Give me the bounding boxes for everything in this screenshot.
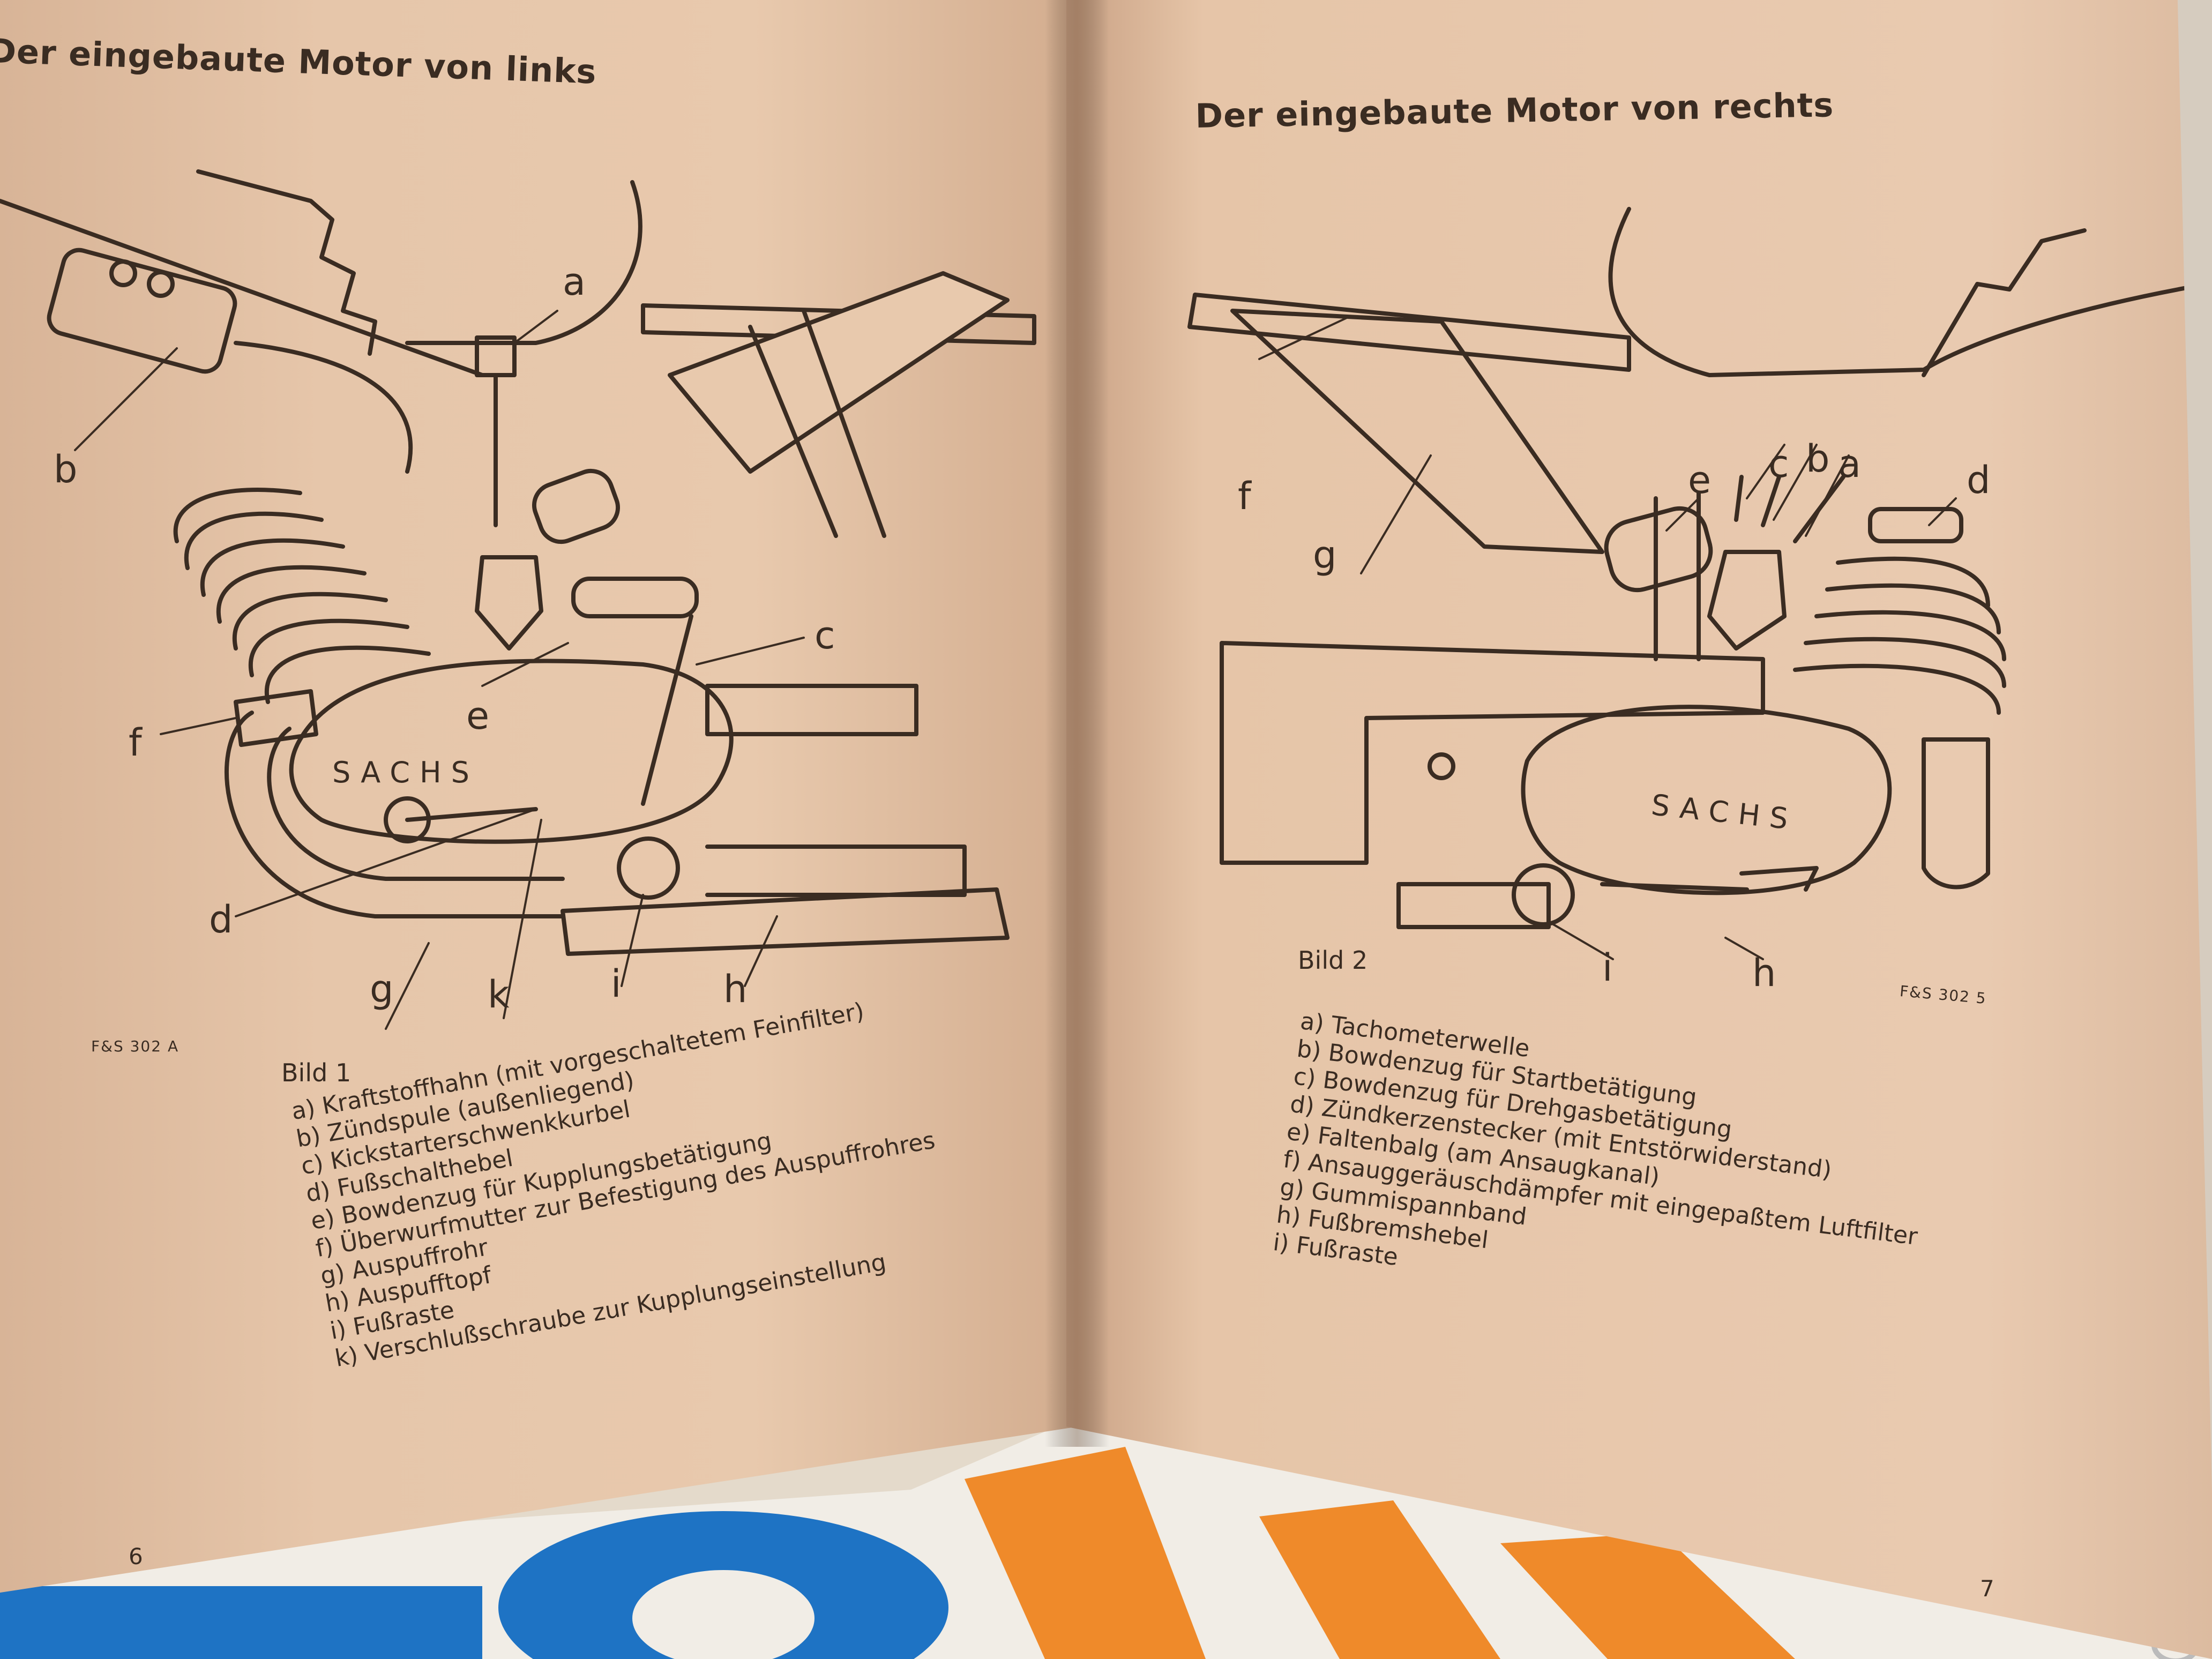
carburettor-cables [1734, 475, 1845, 543]
cylinder-fins [1793, 556, 2006, 715]
right-engine-drawing: SACHS f [1187, 207, 2210, 995]
kickstarter-lever [641, 614, 693, 806]
right-page: Der eingebaute Motor von rechts [1066, 0, 2212, 1659]
callout-e: e [466, 694, 489, 738]
right-callout-letters: f g e c b a d i h [1238, 437, 1990, 995]
orange-stripe [1500, 1533, 1795, 1659]
carburettor-shape [475, 555, 543, 651]
callout-e: e [1688, 458, 1711, 502]
seat-edge [1922, 228, 2087, 377]
callout-d: d [209, 898, 233, 941]
callout-i: i [611, 962, 621, 1006]
left-figure-label: Bild 1 [281, 1058, 352, 1087]
callout-c: c [1768, 442, 1789, 486]
callout-d: d [1967, 458, 1990, 502]
exhaust-pipe-inner [267, 727, 565, 881]
fuel-tap-shape [475, 335, 517, 527]
left-legend: a) Kraftstoffhahn (mit vorgeschaltetem F… [289, 989, 956, 1373]
right-figure-label: Bild 2 [1298, 946, 1368, 975]
right-page-number: 7 [1980, 1575, 1994, 1602]
footrest-knob [1512, 863, 1575, 926]
callout-leaders [1258, 315, 1957, 960]
tank-edge [196, 169, 377, 356]
ignition-cable [234, 341, 413, 474]
callout-a: a [1838, 442, 1861, 486]
left-engine-drawing: SACHS [0, 169, 1036, 1030]
callout-f: f [129, 721, 143, 765]
crankcase-cover [1521, 705, 1892, 895]
brake-bracket [1396, 882, 1551, 929]
frame-down-tube [1654, 491, 1701, 661]
crankcase-cover [289, 659, 734, 844]
tank-outline [1608, 207, 2210, 377]
exhaust-pipe [224, 711, 565, 918]
silencer [561, 887, 1010, 956]
brake-lever [1600, 866, 1819, 892]
tank-outline [405, 180, 642, 345]
left-brand-text: SACHS [332, 756, 479, 789]
ignition-coil-shape [47, 248, 237, 374]
left-figure-code: F&S 302 A [91, 1037, 180, 1055]
shift-lever [405, 807, 538, 822]
frame-down-tube [748, 309, 886, 538]
callout-b: b [54, 447, 77, 491]
air-filter-box [668, 271, 1010, 474]
swing-arm-tube [705, 684, 918, 736]
callout-b: b [1806, 437, 1829, 481]
callout-h: h [1752, 951, 1776, 995]
left-page: Der eingebaute Motor von links [0, 0, 1077, 1593]
callout-k: k [488, 973, 510, 1017]
intake-bellows [1604, 506, 1713, 593]
callout-a: a [563, 260, 586, 304]
right-legend: a) Tachometerwelle b) Bowdenzug für Star… [1272, 1007, 1936, 1334]
callout-h: h [723, 967, 747, 1011]
right-brand-text: SACHS [1650, 788, 1799, 836]
upper-frame-tube [1187, 293, 1631, 372]
exhaust-nut [234, 689, 318, 747]
footrest-knob [617, 836, 680, 900]
left-page-title: Der eingebaute Motor von links [0, 31, 597, 92]
frame-tube-line [0, 199, 484, 377]
callout-leaders [74, 310, 805, 1030]
callout-g: g [1313, 533, 1336, 577]
left-callout-letters: a b c d e f g k i h [54, 260, 835, 1017]
carburettor-shape [1707, 550, 1787, 651]
orange-stripe [965, 1447, 1206, 1659]
exhaust-stub [1922, 737, 1990, 890]
orange-stripe [1259, 1500, 1500, 1659]
kickstarter-pedal [571, 577, 699, 618]
swing-arm [1220, 641, 1765, 865]
rear-bracket [705, 845, 967, 897]
cylinder-fins [173, 488, 431, 704]
intake-bellows [532, 468, 621, 544]
callout-g: g [370, 967, 393, 1011]
callout-i: i [1602, 946, 1612, 990]
callout-f: f [1238, 474, 1252, 518]
callout-c: c [814, 614, 835, 657]
left-page-number: 6 [129, 1543, 143, 1570]
air-filter-housing [1230, 309, 1604, 554]
blue-band [0, 1586, 482, 1659]
spark-plug-cap [1868, 507, 1963, 543]
right-page-title: Der eingebaute Motor von rechts [1195, 85, 1834, 136]
